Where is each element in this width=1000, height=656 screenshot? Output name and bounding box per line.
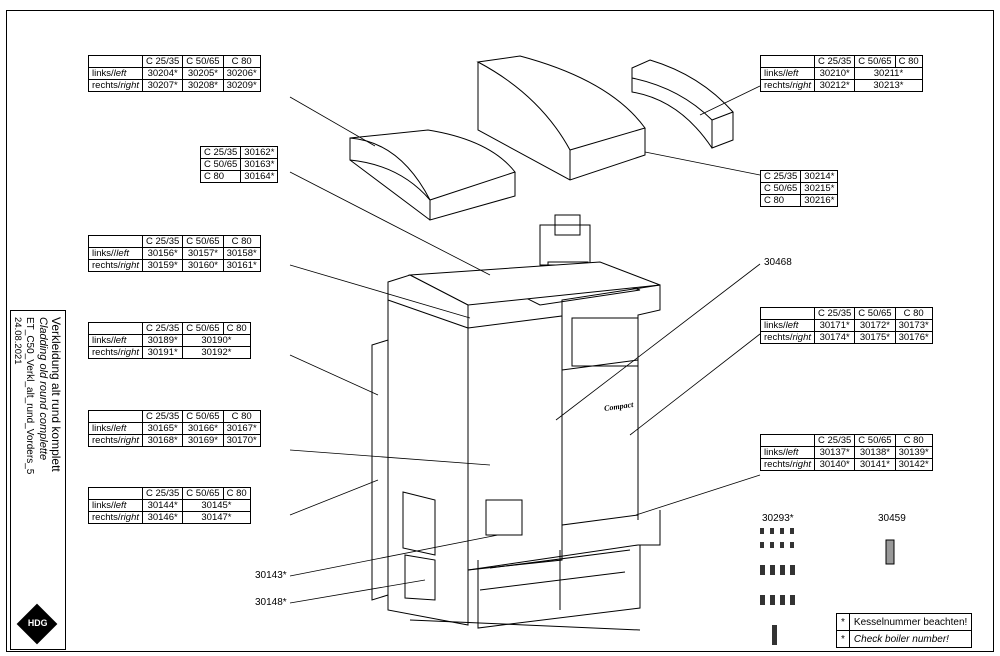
- title-english: Cladding old round complette: [37, 317, 49, 461]
- part-30459: [885, 539, 895, 565]
- top-lid-small: [349, 129, 516, 221]
- screw-set-30293: [760, 528, 795, 645]
- drawing-date: 24.08.2021: [12, 317, 23, 365]
- part-label-30148: 30148*: [255, 597, 287, 608]
- file-name: ET_C50_Verkl_alt_rund_Vorders_5: [24, 317, 35, 475]
- part-label-30293: 30293*: [762, 513, 794, 524]
- leader-lines: [289, 85, 761, 604]
- top-lid-rail: [631, 59, 734, 149]
- hdg-logo: HDG: [16, 603, 58, 645]
- top-lid-large: [476, 55, 646, 181]
- title-german: Verkleidung alt rund komplett: [49, 317, 63, 472]
- part-label-30459: 30459: [878, 513, 906, 524]
- part-label-30468: 30468: [764, 257, 792, 268]
- part-label-30143: 30143*: [255, 570, 287, 581]
- boiler-body: [371, 261, 661, 631]
- drawing-frame: [6, 10, 994, 652]
- title-block: Verkleidung alt rund komplett Cladding o…: [10, 310, 66, 650]
- boiler-number-note: *Kesselnummer beachten! *Check boiler nu…: [836, 613, 973, 648]
